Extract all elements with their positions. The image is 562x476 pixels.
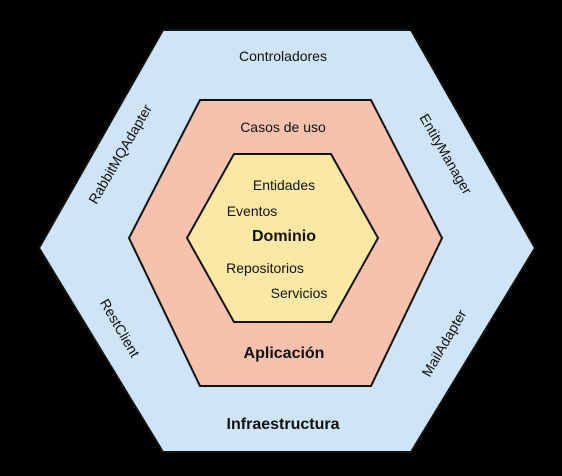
- eventos-label: Eventos: [226, 203, 278, 219]
- controladores-label: Controladores: [239, 48, 327, 64]
- entidades-label: Entidades: [252, 177, 316, 193]
- aplicacion-title: Aplicación: [243, 345, 325, 362]
- casos-de-uso-label: Casos de uso: [240, 119, 326, 135]
- repositorios-label: Repositorios: [226, 260, 304, 276]
- servicios-label: Servicios: [270, 285, 328, 301]
- dominio-title: Dominio: [252, 228, 316, 245]
- dominio-hexagon: [185, 153, 380, 323]
- infraestructura-title: Infraestructura: [226, 416, 340, 433]
